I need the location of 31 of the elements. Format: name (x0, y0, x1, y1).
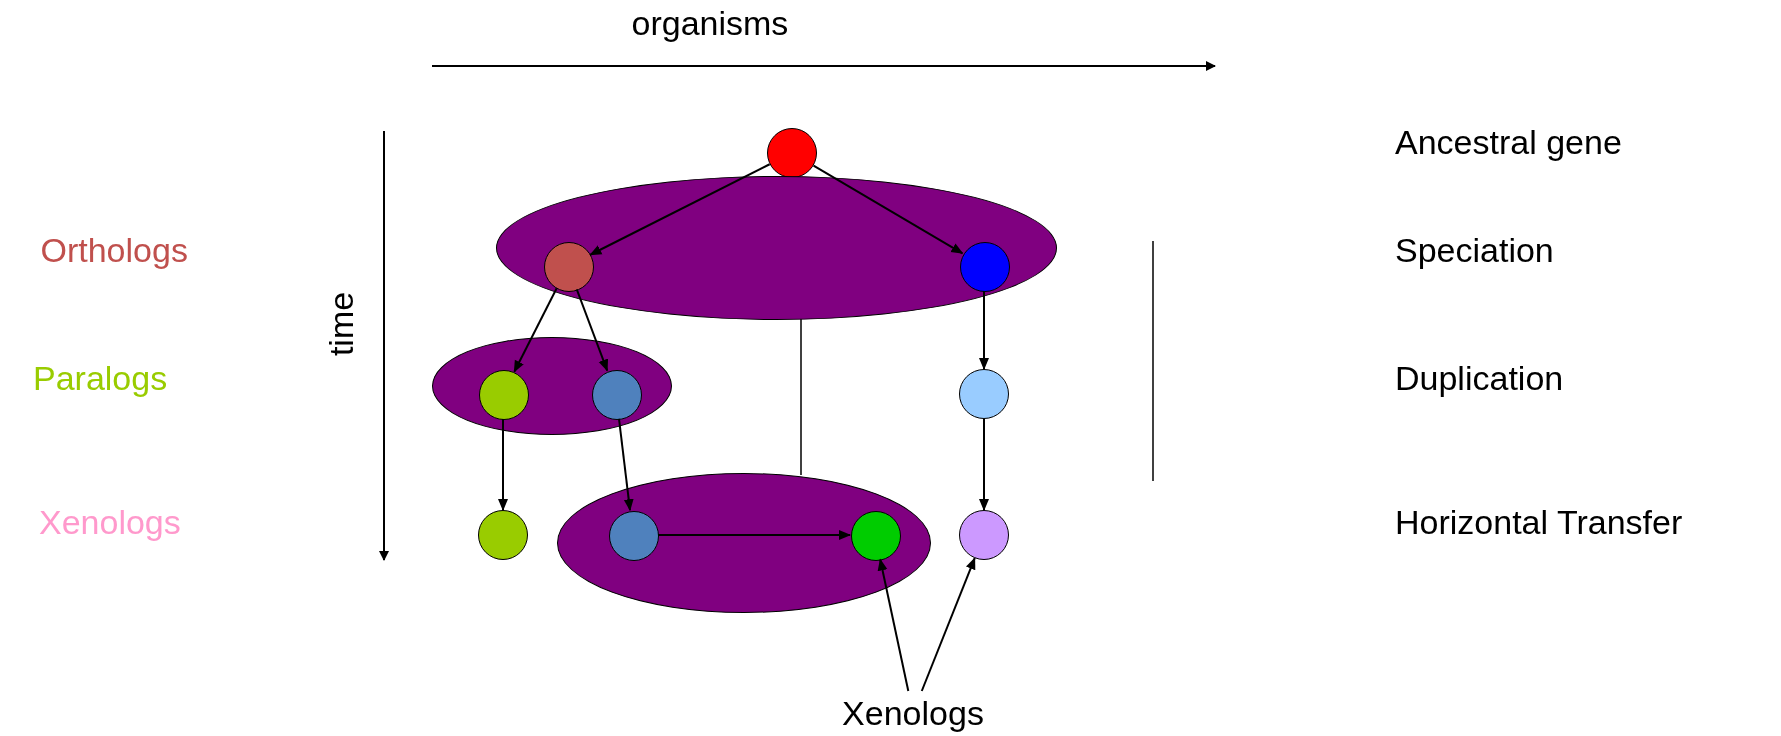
row-label: Ancestral gene (1395, 122, 1622, 162)
row-label: Duplication (1395, 358, 1564, 398)
gene-circle (479, 370, 529, 420)
row-label: Horizontal Transfer (1395, 502, 1683, 542)
arrow (575, 288, 609, 372)
leader-line (877, 558, 910, 692)
row-label: Xenologs (39, 502, 181, 542)
arrow (979, 418, 989, 511)
axis-label: organisms (631, 3, 789, 43)
gene-circle (959, 369, 1009, 419)
arrow (498, 418, 508, 511)
callout-text: Xenologs (838, 691, 988, 735)
gene-circle (609, 511, 659, 561)
axis-label: time (321, 291, 362, 357)
arrow (513, 287, 558, 373)
gene-circle (592, 370, 642, 420)
leader-line (920, 557, 976, 692)
arrow (979, 290, 989, 370)
gene-circle (544, 242, 594, 292)
row-label: Orthologs (40, 230, 188, 270)
arrow (812, 164, 964, 255)
gene-circle (767, 128, 817, 178)
arrow (618, 417, 634, 512)
gene-circle (851, 511, 901, 561)
arrow (589, 163, 771, 256)
gene-circle (960, 242, 1010, 292)
row-label: Paralogs (33, 358, 168, 398)
row-label: Speciation (1395, 230, 1554, 270)
arrow (657, 530, 851, 540)
gene-circle (959, 510, 1009, 560)
gene-circle (478, 510, 528, 560)
